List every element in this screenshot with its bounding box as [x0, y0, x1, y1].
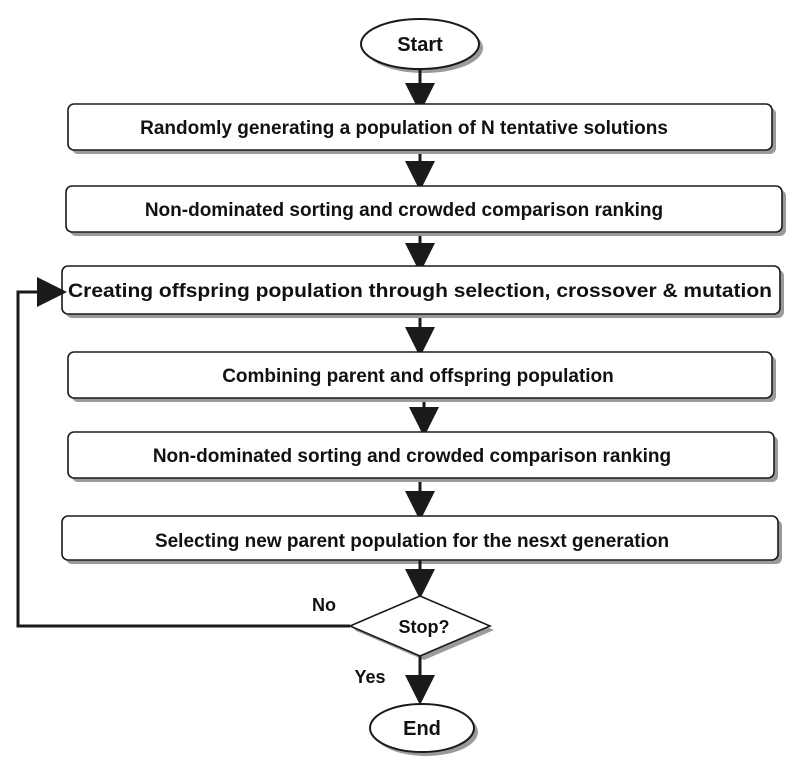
no-label: No: [312, 595, 336, 615]
step-5-box: Non-dominated sorting and crowded compar…: [67, 431, 778, 482]
step-1-box: Randomly generating a population of N te…: [67, 103, 776, 154]
step-2-label: Non-dominated sorting and crowded compar…: [145, 200, 663, 221]
decision-diamond: Stop?: [347, 595, 494, 660]
no-loop-connector: [16, 277, 350, 628]
step-5-label: Non-dominated sorting and crowded compar…: [153, 446, 671, 467]
step-4-box: Combining parent and offspring populatio…: [67, 351, 776, 402]
step-3-box: Creating offspring population through se…: [61, 265, 784, 318]
end-terminal: End: [369, 703, 478, 756]
step-1-label: Randomly generating a population of N te…: [140, 118, 668, 139]
step-6-box: Selecting new parent population for the …: [61, 515, 782, 564]
step-6-label: Selecting new parent population for the …: [155, 531, 669, 552]
start-label: Start: [397, 34, 443, 56]
start-terminal: Start: [360, 18, 483, 73]
end-label: End: [403, 718, 441, 740]
decision-label: Stop?: [399, 617, 450, 637]
step-4-label: Combining parent and offspring populatio…: [222, 366, 614, 387]
yes-label: Yes: [354, 667, 385, 687]
step-3-label: Creating offspring population through se…: [68, 281, 772, 302]
step-2-box: Non-dominated sorting and crowded compar…: [65, 185, 786, 236]
